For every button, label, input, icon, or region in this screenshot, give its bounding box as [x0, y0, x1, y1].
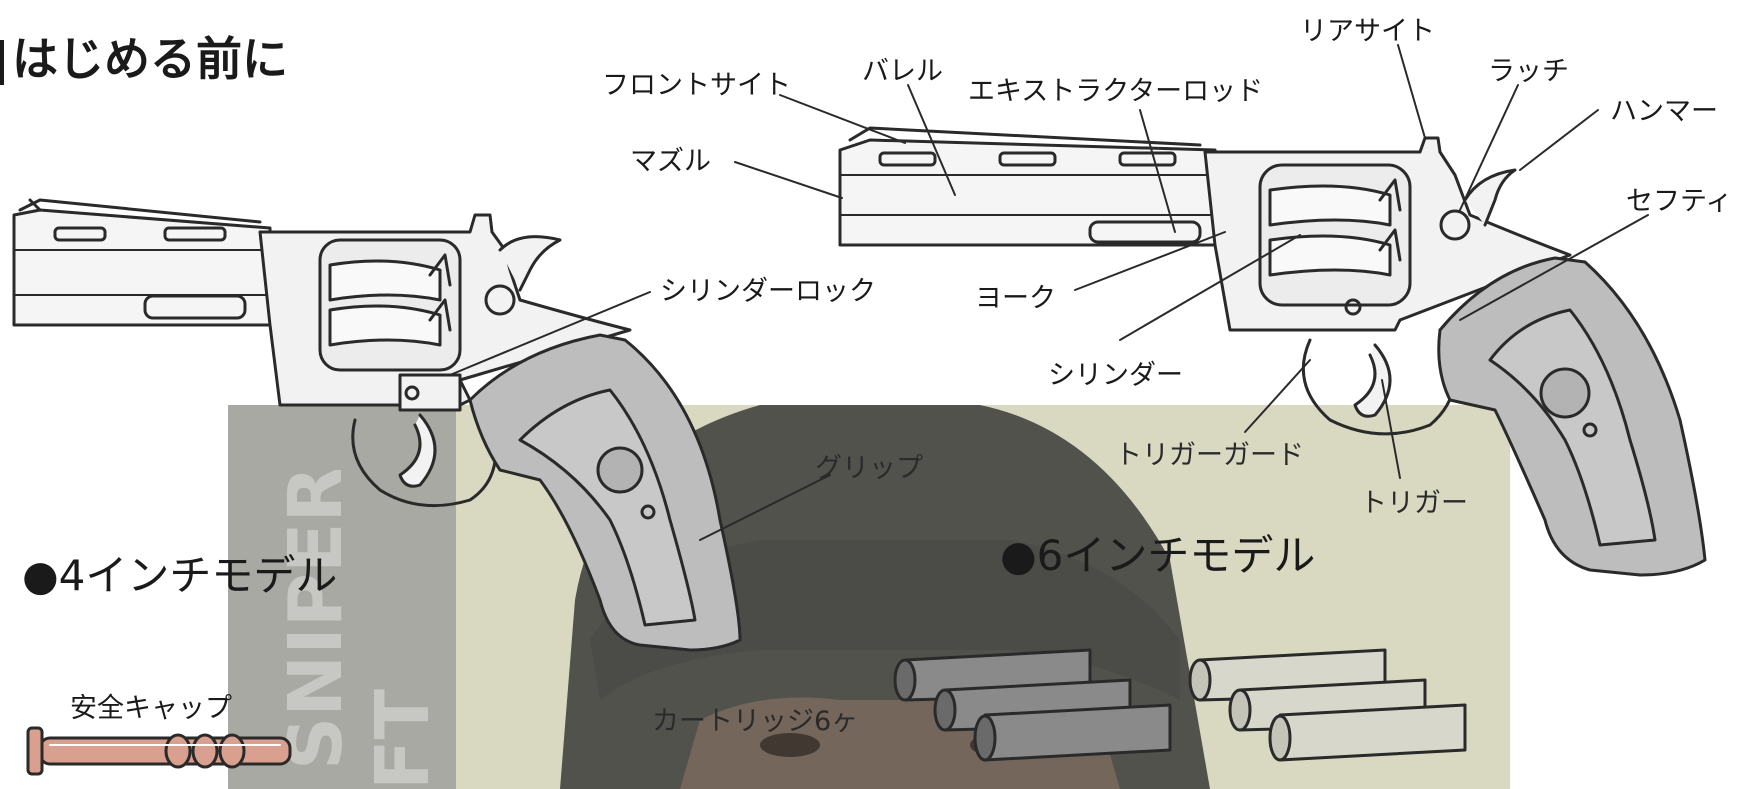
light-cartridges: [1188, 648, 1467, 762]
label-yoke: ヨーク: [975, 283, 1056, 314]
label-cylinder-lock: シリンダーロック: [660, 276, 876, 307]
heading-four-inch-model: ●4インチモデル: [22, 551, 338, 600]
label-trigger-guard: トリガーガード: [1115, 440, 1304, 471]
heading-six-inch-model: ●6インチモデル: [1000, 531, 1316, 580]
label-muzzle: マズル: [630, 146, 711, 177]
label-barrel: バレル: [862, 56, 943, 87]
label-grip: グリップ: [815, 453, 923, 484]
label-safety-cap: 安全キャップ: [70, 693, 232, 724]
dark-cartridges: [893, 648, 1172, 762]
label-cylinder: シリンダー: [1048, 360, 1183, 391]
safety-cap-illustration: [26, 726, 292, 776]
label-cartridges: カートリッジ6ヶ: [652, 706, 859, 737]
page-title: はじめる前に: [12, 32, 288, 86]
label-safety: セフティ: [1626, 186, 1733, 217]
six-inch-revolver: [838, 126, 1707, 577]
label-hammer: ハンマー: [1610, 96, 1718, 127]
label-front-sight: フロントサイト: [602, 70, 791, 101]
four-inch-revolver: [12, 198, 742, 652]
label-rear-sight: リアサイト: [1300, 16, 1435, 47]
label-latch: ラッチ: [1488, 56, 1569, 87]
leader-lines: [449, 44, 1649, 541]
label-trigger: トリガー: [1360, 488, 1468, 519]
label-extractor-rod: エキストラクターロッド: [968, 76, 1264, 107]
